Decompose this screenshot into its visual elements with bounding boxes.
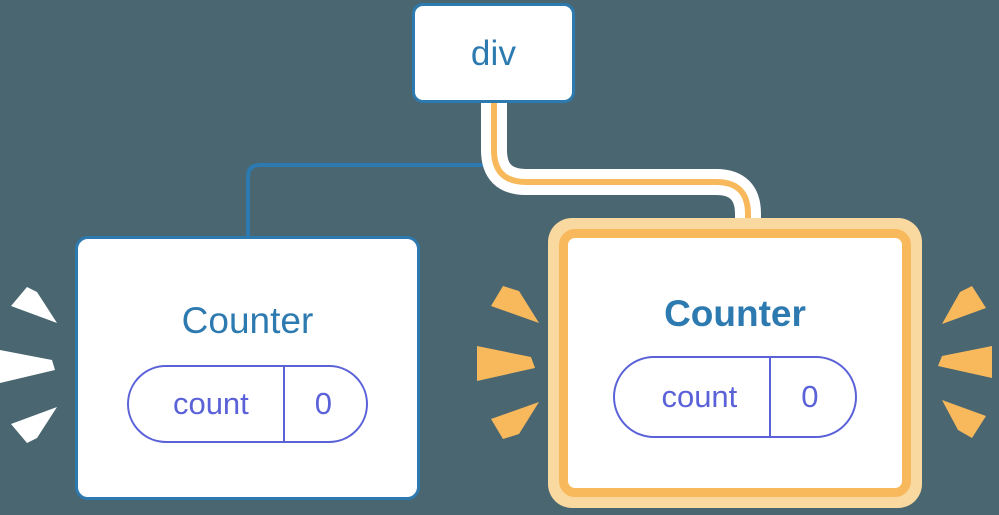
node-counter-right[interactable]: Counter count 0 (548, 218, 922, 508)
state-pill-left-key: count (172, 386, 249, 421)
node-counter-right-inner: Counter count 0 (559, 229, 911, 497)
node-div-label: div (470, 33, 517, 73)
middle-burst-icon (477, 286, 539, 439)
node-counter-left-label: Counter (181, 299, 314, 341)
node-counter-left[interactable]: Counter count 0 (75, 236, 420, 500)
edge-div-to-left-counter (246, 101, 496, 238)
state-pill-right-value: 0 (769, 357, 854, 436)
node-counter-right-label: Counter (664, 292, 806, 334)
state-pill-right[interactable]: count 0 (613, 355, 857, 438)
state-pill-left-value: 0 (282, 366, 366, 441)
right-outer-burst-icon (938, 286, 992, 438)
left-outer-burst-icon (0, 287, 57, 443)
node-div[interactable]: div (412, 3, 575, 103)
state-pill-left[interactable]: count 0 (126, 364, 369, 443)
state-pill-right-key: count (661, 379, 738, 414)
